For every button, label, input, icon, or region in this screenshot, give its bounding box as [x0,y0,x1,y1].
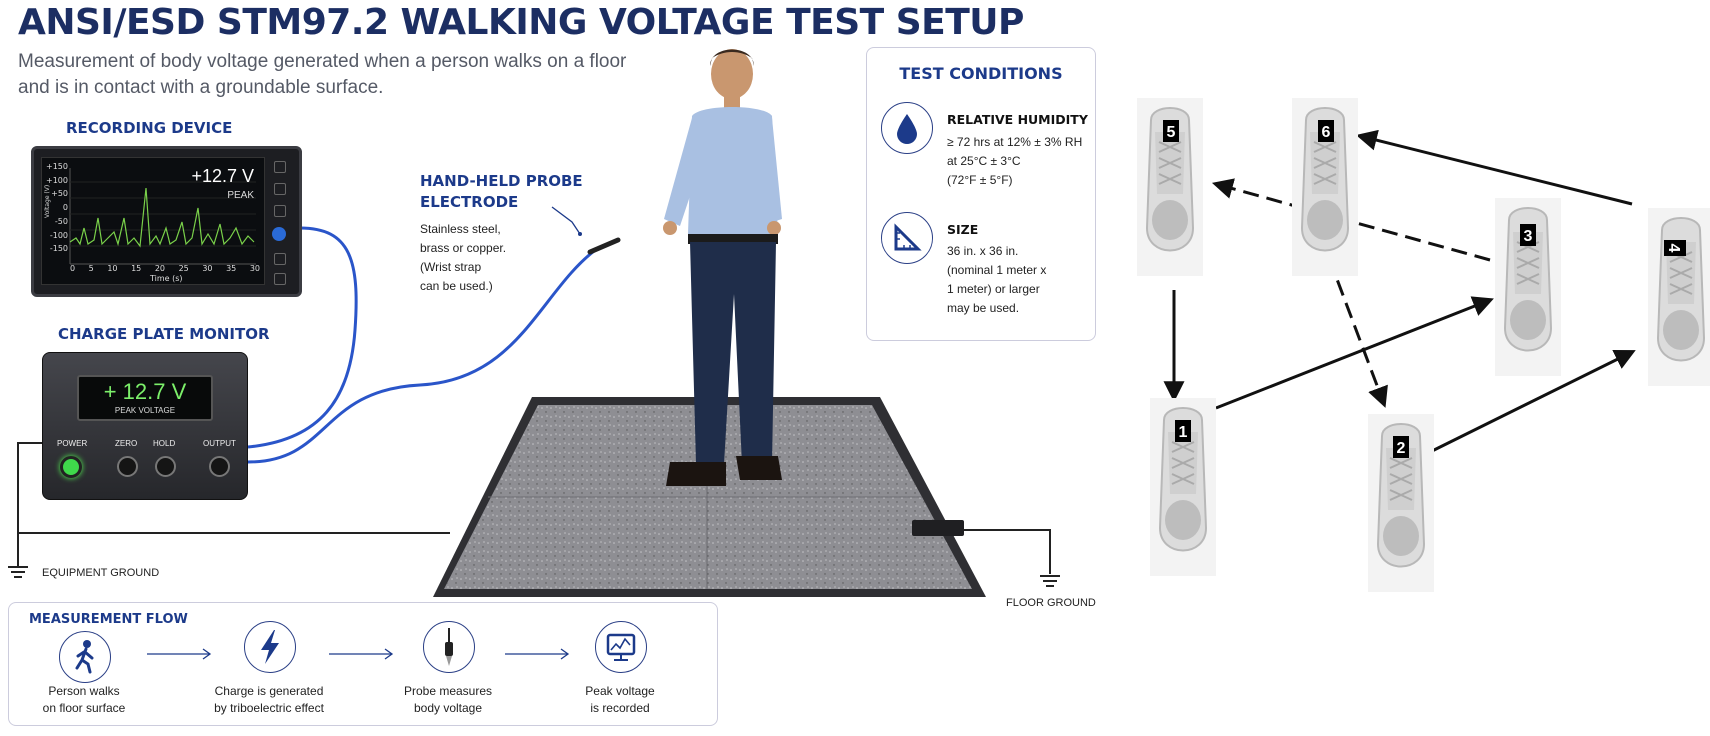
humidity-details: ≥ 72 hrs at 12% ± 3% RH at 25°C ± 3°C (7… [947,135,1083,187]
flow-arrow-3 [505,648,570,660]
device-side-button[interactable] [274,205,286,217]
device-blue-input[interactable] [272,227,286,241]
flow-step-2-caption: Charge is generated by triboelectric eff… [214,684,324,715]
size-details: 36 in. x 36 in. (nominal 1 meter x 1 met… [947,244,1047,315]
measurement-flow-panel: MEASUREMENT FLOW Person walks on floor s… [8,602,718,726]
floor-ground-symbol [1040,575,1060,587]
charge-plate-monitor: + 12.7 V PEAK VOLTAGE POWER ZERO HOLD OU… [42,352,248,500]
y-axis-label: Voltage (V) [44,184,51,218]
cpm-display-value: + 12.7 V [103,379,187,404]
shoe-step-4 [1647,207,1710,387]
cpm-display: + 12.7 V PEAK VOLTAGE [77,375,213,421]
probe-description: Stainless steel, brass or copper. (Wrist… [420,222,507,293]
device-side-button[interactable] [274,161,286,173]
recording-screen: +150 +100 +50 0 -50 -100 -150 Voltage (V… [41,157,265,285]
step-number-5: 5 [1167,124,1176,141]
step-number-1: 1 [1179,424,1188,441]
output-jack[interactable] [209,456,230,477]
setup-drawing [8,206,1060,597]
ruler-triangle-icon [881,212,933,264]
recording-readout: +12.7 V [191,166,254,186]
arrow-1-to-3 [1215,296,1494,410]
arrow-6-to-2-dashed [1327,257,1388,408]
power-button[interactable] [60,456,82,478]
power-label: POWER [57,439,88,448]
zero-label: ZERO [115,439,138,448]
device-side-button[interactable] [274,273,286,285]
test-floor-mat [433,397,986,597]
step-number-3: 3 [1524,228,1533,245]
hold-button[interactable] [155,456,176,477]
output-label: OUTPUT [203,439,236,448]
recording-waveform [69,168,256,265]
flow-step-1-caption: Person walks on floor surface [42,684,126,715]
step-number-2: 2 [1397,440,1406,457]
flow-step-3-caption: Probe measures body voltage [403,684,493,715]
probe-label-line-1: HAND-HELD PROBE [420,172,583,190]
floor-ground-label: FLOOR GROUND [1006,597,1096,609]
flow-step-4-caption: Peak voltage is recorded [585,684,655,715]
probe-label-line-2: ELECTRODE [420,193,519,211]
test-conditions-title: TEST CONDITIONS [899,64,1063,83]
test-conditions-panel: TEST CONDITIONS RELATIVE HUMIDITY ≥ 72 h… [866,47,1096,341]
recording-device-label: RECORDING DEVICE [66,119,233,137]
monitor-chart-icon [595,621,647,673]
walking-pattern-diagram: 5 6 3 4 1 2 [1136,97,1710,593]
step-number-4: 4 [1665,244,1682,253]
x-axis-label: Time (s) [150,274,183,283]
x-tick-labels: 0 5 10 15 20 25 30 35 30 [70,264,260,273]
probe-icon [423,621,475,673]
subtitle-line-2: and is in contact with a groundable surf… [18,77,384,98]
y-tick-labels: +150 +100 +50 0 -50 -100 -150 [46,162,68,254]
floor-ground-clip [912,520,964,536]
water-drop-icon [881,102,933,154]
cpm-display-sub: PEAK VOLTAGE [114,406,176,415]
measurement-flow-title: MEASUREMENT FLOW [29,612,188,627]
arrow-2-to-4 [1425,350,1636,456]
device-side-button[interactable] [274,183,286,195]
hold-label: HOLD [153,439,176,448]
recording-readout-sub: PEAK [227,190,254,201]
step-number-6: 6 [1322,124,1331,141]
flow-arrow-1 [147,648,212,660]
test-person-figure [663,49,782,486]
recording-device: +150 +100 +50 0 -50 -100 -150 Voltage (V… [31,146,302,297]
subtitle-line-1: Measurement of body voltage generated wh… [18,51,627,72]
equipment-ground-label: EQUIPMENT GROUND [42,567,160,579]
lightning-icon [244,621,296,673]
zero-button[interactable] [117,456,138,477]
equipment-ground-symbol [8,566,28,578]
arrow-4-to-6 [1355,129,1633,206]
device-side-button[interactable] [274,253,286,265]
flow-arrow-2 [329,648,394,660]
walking-person-icon [59,631,111,683]
size-title: SIZE [947,222,979,237]
charge-plate-monitor-label: CHARGE PLATE MONITOR [58,325,270,343]
humidity-title: RELATIVE HUMIDITY [947,112,1088,127]
page-title: ANSI/ESD STM97.2 WALKING VOLTAGE TEST SE… [18,2,1024,43]
